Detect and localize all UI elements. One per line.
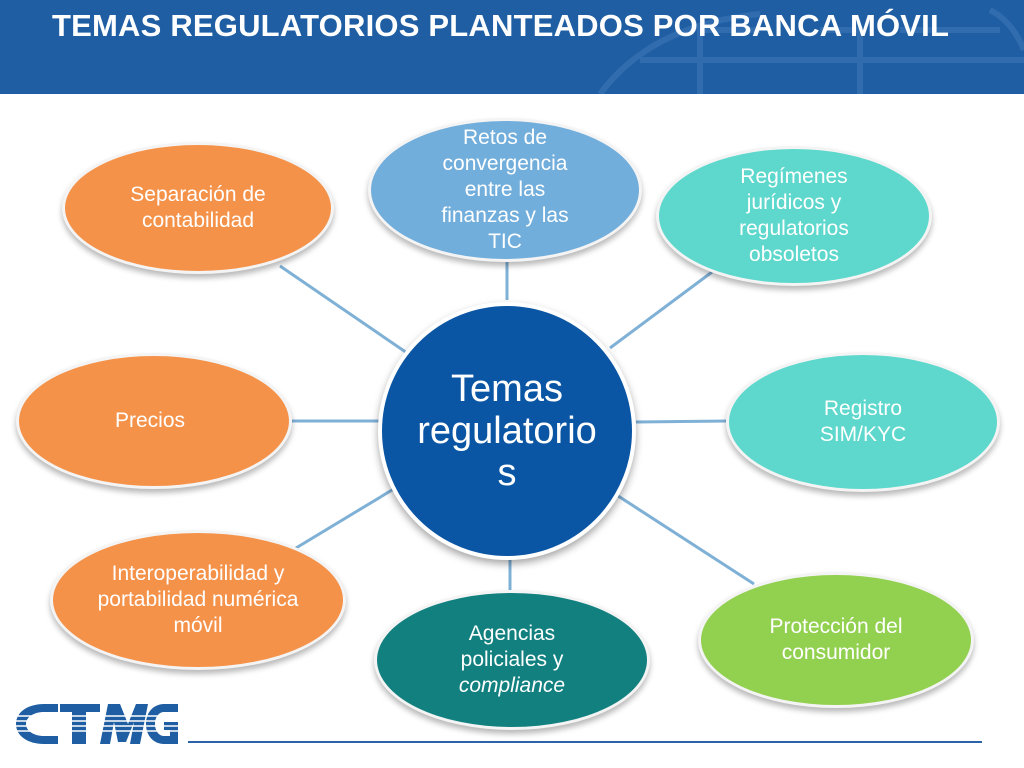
header-banner: TEMAS REGULATORIOS PLANTEADOS POR BANCA …: [0, 0, 1024, 94]
node-precios-label: Precios: [115, 409, 186, 432]
page-title: TEMAS REGULATORIOS PLANTEADOS POR BANCA …: [52, 8, 950, 43]
node-agencias-italic: compliance: [458, 674, 566, 697]
node-registro-sim-kyc: Registro SIM/KYC: [726, 352, 1000, 492]
connector-separacion: [279, 264, 411, 357]
node-registro-label: Registro SIM/KYC: [819, 397, 907, 446]
center-node: Temas regulatorio s: [378, 302, 636, 560]
node-retos-label: Retos de convergencia entre las finanzas…: [441, 126, 569, 253]
node-interoperabilidad-label: Interoperabilidad y portabilidad numéric…: [97, 562, 299, 637]
connector-proteccion: [611, 490, 755, 586]
footer-divider: [188, 741, 982, 743]
citel-logo: [14, 704, 180, 744]
center-node-label: Temas regulatorio s: [417, 368, 597, 494]
node-agencias-policiales: Agencias policiales y compliance: [374, 590, 650, 730]
node-separacion-contabilidad: Separación de contabilidad: [62, 142, 334, 274]
node-proteccion-label: Protección del consumidor: [769, 615, 903, 664]
node-proteccion-consumidor: Protección del consumidor: [698, 572, 974, 708]
node-regimenes-label: Regímenes jurídicos y regulatorios obsol…: [739, 165, 849, 266]
connector-registro: [635, 419, 729, 424]
node-precios: Precios: [16, 353, 292, 489]
header-watermark: [597, 7, 1024, 94]
node-separacion-label: Separación de contabilidad: [130, 183, 266, 232]
connector-interoperabilidad: [295, 482, 403, 550]
node-agencias-label: Agencias policiales y: [460, 622, 564, 671]
node-regimenes-juridicos: Regímenes jurídicos y regulatorios obsol…: [656, 146, 932, 286]
node-retos-convergencia: Retos de convergencia entre las finanzas…: [368, 118, 642, 262]
node-interoperabilidad: Interoperabilidad y portabilidad numéric…: [50, 530, 346, 670]
connector-regimenes: [609, 270, 713, 350]
